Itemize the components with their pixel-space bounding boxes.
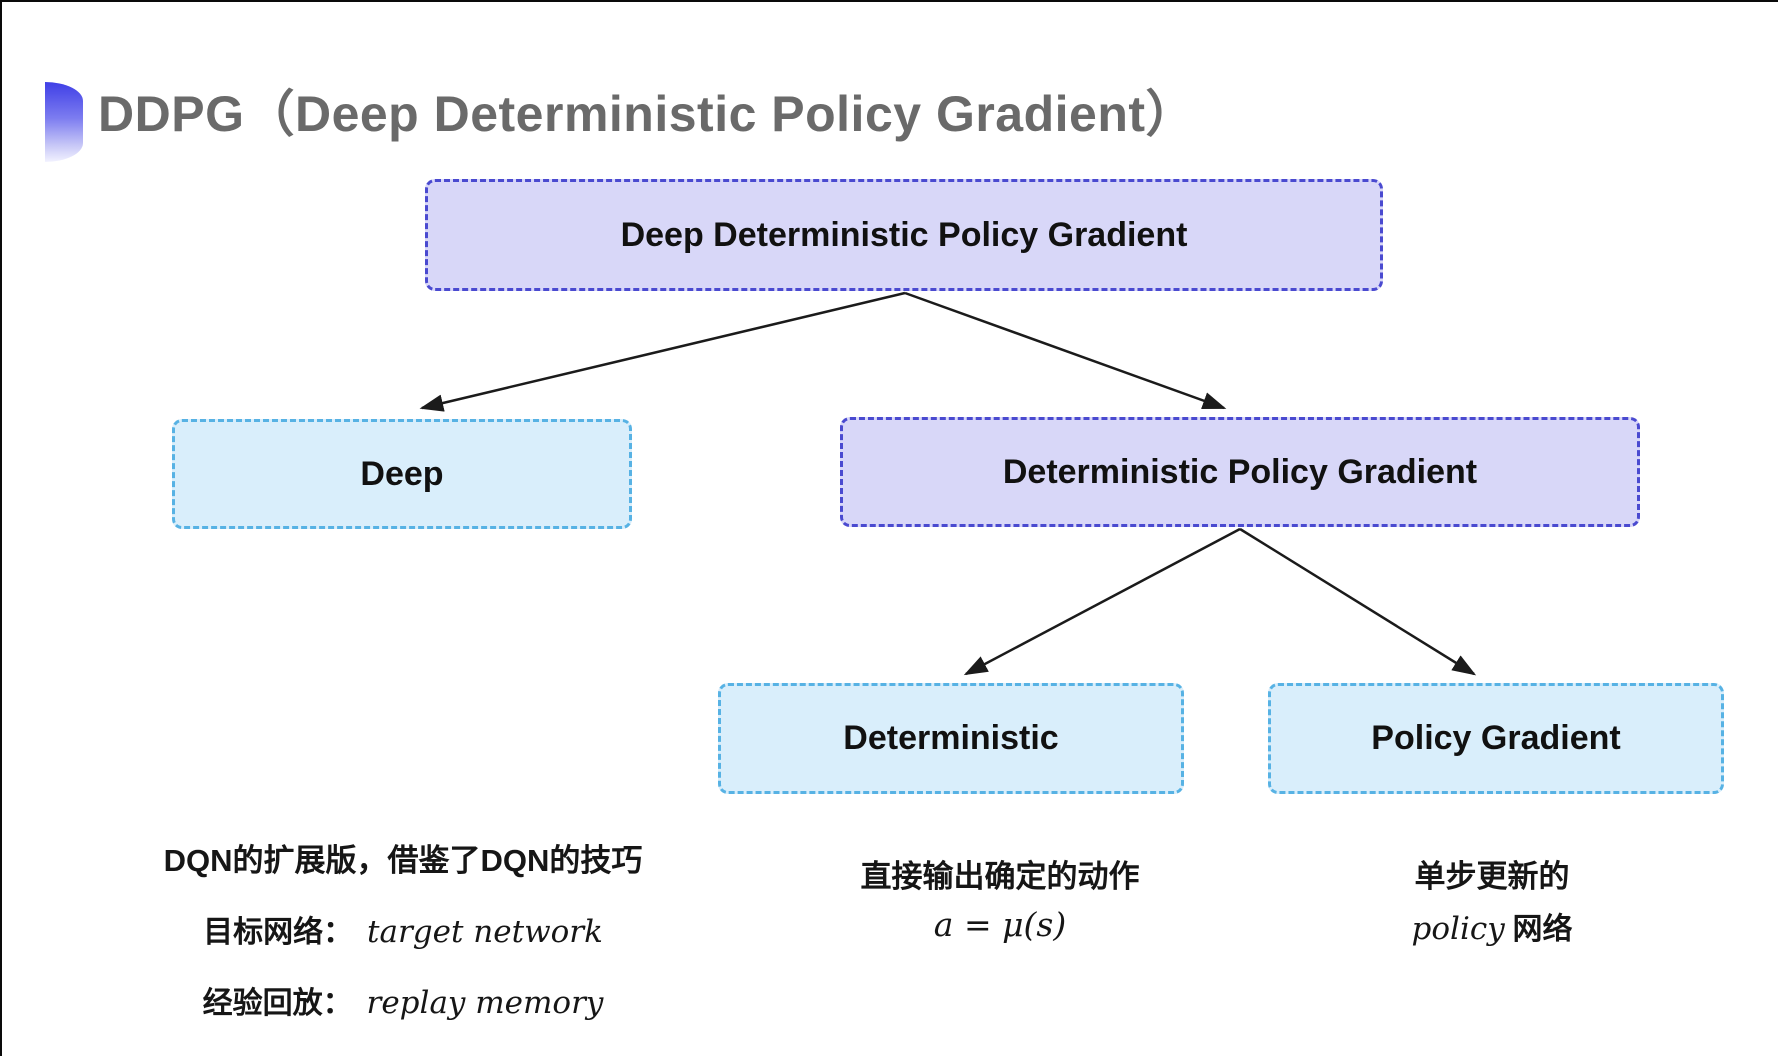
arrow-dpg-to-deterministic xyxy=(963,527,1241,676)
note-pg-summary: 单步更新的 xyxy=(1414,859,1570,894)
note-deep: DQN的扩展版，借鉴了DQN的技巧 目标网络： target network 经验… xyxy=(122,835,684,1022)
node-deterministic-policy-gradient: Deterministic Policy Gradient xyxy=(840,417,1640,527)
replay-memory-label: 经验回放： xyxy=(202,987,353,1020)
replay-memory-term: replay memory xyxy=(366,985,604,1021)
arrow-dpg-to-policy-gradient xyxy=(1239,527,1477,676)
bullet-half-circle-icon xyxy=(45,82,83,162)
node-deep: Deep xyxy=(172,419,632,529)
target-network-term: target network xyxy=(367,914,603,950)
arrow-root-to-dpg xyxy=(904,291,1227,410)
node-policy-gradient: Policy Gradient xyxy=(1268,683,1724,794)
policy-term: policy xyxy=(1411,911,1505,947)
node-label: Deep Deterministic Policy Gradient xyxy=(620,215,1188,254)
arrow-root-to-deep xyxy=(419,291,906,412)
note-deterministic-summary: 直接输出确定的动作 xyxy=(860,859,1140,894)
node-deterministic: Deterministic xyxy=(718,683,1184,794)
node-label: Deterministic Policy Gradient xyxy=(1002,452,1478,491)
page-title: DDPG（Deep Deterministic Policy Gradient） xyxy=(98,86,1197,142)
node-label: Deep xyxy=(360,454,444,493)
note-deep-replay-memory: 经验回放： replay memory xyxy=(122,978,684,1022)
note-deep-summary: DQN的扩展版，借鉴了DQN的技巧 xyxy=(163,843,643,878)
node-deep-deterministic-policy-gradient: Deep Deterministic Policy Gradient xyxy=(425,179,1383,291)
left-edge-line xyxy=(0,0,2,1056)
node-label: Deterministic xyxy=(843,719,1059,757)
network-label: 网络 xyxy=(1512,913,1573,946)
note-deep-target-network: 目标网络： target network xyxy=(122,907,684,951)
note-deterministic-formula: a = μ(s) xyxy=(933,905,1067,944)
top-edge-line xyxy=(0,0,1778,2)
target-network-label: 目标网络： xyxy=(203,916,354,949)
node-label: Policy Gradient xyxy=(1371,719,1621,757)
note-deterministic: 直接输出确定的动作 a = μ(s) xyxy=(795,851,1205,944)
